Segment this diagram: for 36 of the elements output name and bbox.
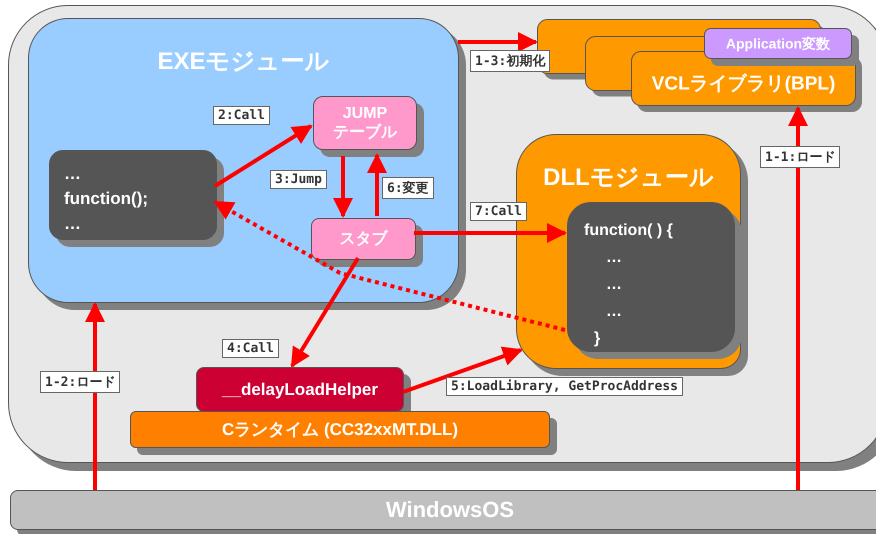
code-line: function(); bbox=[64, 188, 148, 210]
os-label: WindowsOS bbox=[384, 496, 516, 524]
box-label: スタブ bbox=[338, 229, 390, 249]
arrow bbox=[85, 302, 105, 490]
edge-label: 6:変更 bbox=[382, 177, 434, 199]
box-label: JUMP テーブル bbox=[332, 104, 398, 142]
arrow bbox=[402, 346, 523, 394]
arrow bbox=[290, 256, 360, 368]
code-line: … bbox=[64, 213, 82, 235]
code-line: … bbox=[64, 163, 82, 185]
code-line: function( ) { bbox=[584, 221, 673, 241]
box-label: Application変数 bbox=[724, 35, 832, 52]
edge-label: 5:LoadLibrary, GetProcAddress bbox=[446, 377, 683, 396]
code-line: … bbox=[606, 275, 623, 295]
edge-label: 4:Call bbox=[222, 339, 279, 358]
arrow bbox=[333, 156, 353, 218]
code-line: } bbox=[594, 329, 602, 349]
box-label: VCLライブラリ(BPL) bbox=[650, 73, 836, 96]
box-label: __delayLoadHelper bbox=[220, 379, 379, 400]
arrow bbox=[788, 106, 808, 490]
edge-label: 7:Call bbox=[470, 202, 527, 221]
box-label: Cランタイム (CC32xxMT.DLL) bbox=[220, 419, 460, 440]
arrow bbox=[367, 153, 387, 216]
dotted-arrow bbox=[213, 200, 566, 332]
arrow bbox=[458, 32, 538, 52]
edge-label: 2:Call bbox=[213, 106, 270, 125]
arrow bbox=[214, 124, 313, 188]
arrow bbox=[414, 223, 567, 243]
edge-label: 3:Jump bbox=[270, 170, 327, 189]
code-line: … bbox=[606, 248, 623, 268]
edge-label: 1-1:ロード bbox=[760, 146, 840, 168]
code-line: … bbox=[606, 302, 623, 322]
module-title: EXEモジュール bbox=[156, 47, 331, 77]
edge-label: 1-2:ロード bbox=[40, 371, 120, 393]
module-title: DLLモジュール bbox=[542, 163, 715, 193]
edge-label: 1-3:初期化 bbox=[470, 50, 550, 72]
